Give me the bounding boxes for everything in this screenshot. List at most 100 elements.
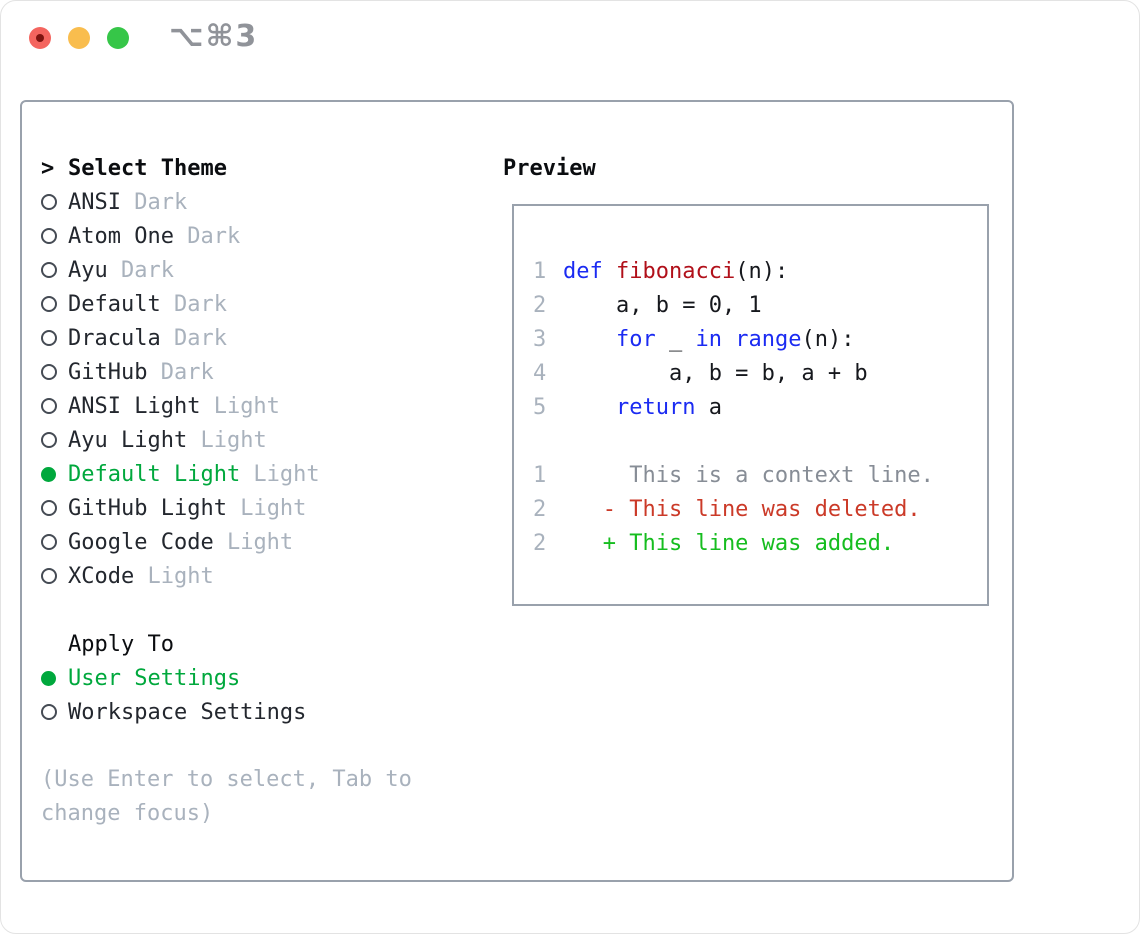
radio-marker xyxy=(41,398,68,414)
code-token: + This line was added. xyxy=(563,530,895,556)
apply-to-header: Apply To xyxy=(41,627,481,661)
theme-option-ansi[interactable]: ANSI Dark xyxy=(41,185,481,219)
theme-option-dracula[interactable]: Dracula Dark xyxy=(41,321,481,355)
theme-variant: Dark xyxy=(120,189,188,215)
theme-variant: Light xyxy=(213,529,294,555)
radio-icon xyxy=(41,296,57,312)
zoom-button[interactable] xyxy=(107,27,129,49)
line-number: 2 xyxy=(533,530,547,556)
close-button[interactable] xyxy=(29,27,51,49)
line-number: 2 xyxy=(533,292,547,318)
radio-marker xyxy=(41,534,68,550)
radio-marker xyxy=(41,704,68,720)
theme-name: Default xyxy=(68,291,161,317)
theme-name: Atom One xyxy=(68,223,174,249)
theme-variant: Dark xyxy=(173,223,241,249)
radio-marker xyxy=(41,364,68,380)
radio-marker xyxy=(41,432,68,448)
theme-option-ayu[interactable]: Ayu Dark xyxy=(41,253,481,287)
spacer xyxy=(41,593,481,627)
theme-option-default-light[interactable]: Default Light Light xyxy=(41,457,481,491)
radio-marker xyxy=(41,296,68,312)
code-token xyxy=(603,259,616,284)
help-text: (Use Enter to select, Tab to change focu… xyxy=(41,767,412,826)
radio-marker xyxy=(41,568,68,584)
theme-name: Default Light xyxy=(68,461,241,487)
apply-option-user-settings[interactable]: User Settings xyxy=(41,661,481,695)
selector-title: Select Theme xyxy=(68,155,227,181)
minimize-button[interactable] xyxy=(68,27,90,49)
theme-option-default[interactable]: Default Dark xyxy=(41,287,481,321)
theme-variant: Dark xyxy=(147,359,214,385)
radio-icon xyxy=(41,398,57,414)
radio-marker xyxy=(41,228,68,244)
line-number: 5 xyxy=(533,394,547,420)
theme-option-atom-one[interactable]: Atom One Dark xyxy=(41,219,481,253)
theme-variant: Dark xyxy=(107,257,174,283)
radio-icon xyxy=(41,330,57,346)
radio-icon xyxy=(41,262,57,278)
code-line: 2 + This line was added. xyxy=(533,526,987,560)
code-token xyxy=(722,327,735,352)
radio-marker xyxy=(41,330,68,346)
code-token: (n): xyxy=(801,326,855,352)
apply-option-workspace-settings[interactable]: Workspace Settings xyxy=(41,695,481,729)
apply-to-title: Apply To xyxy=(68,631,174,657)
theme-name: ANSI xyxy=(68,189,121,215)
code-token: a xyxy=(695,394,722,420)
code-token: def xyxy=(563,258,603,284)
radio-marker xyxy=(41,262,68,278)
preview-title: Preview xyxy=(503,155,596,181)
radio-icon xyxy=(41,534,57,550)
radio-marker xyxy=(41,194,68,210)
code-line: 5 return a xyxy=(533,390,987,424)
code-token xyxy=(563,395,616,420)
radio-icon xyxy=(41,364,57,380)
theme-name: Google Code xyxy=(68,529,214,555)
code-line: 4 a, b = b, a + b xyxy=(533,356,987,390)
theme-name: Ayu Light xyxy=(68,427,188,453)
line-number: 1 xyxy=(533,258,547,284)
code-token: (n): xyxy=(735,258,789,284)
theme-option-xcode[interactable]: XCode Light xyxy=(41,559,481,593)
theme-name: Dracula xyxy=(68,325,161,351)
theme-option-ansi-light[interactable]: ANSI Light Light xyxy=(41,389,481,423)
code-token: in xyxy=(695,326,722,352)
code-line: 2 a, b = 0, 1 xyxy=(533,288,987,322)
titlebar: ⌥⌘3 xyxy=(1,1,1139,76)
code-token xyxy=(563,327,616,352)
code-token: a, b = b, a + b xyxy=(563,360,868,386)
option-label: User Settings xyxy=(68,665,241,691)
code-token: This is a context line. xyxy=(563,462,934,488)
radio-marker xyxy=(41,670,68,686)
theme-option-ayu-light[interactable]: Ayu Light Light xyxy=(41,423,481,457)
radio-icon xyxy=(41,432,57,448)
theme-option-github-light[interactable]: GitHub Light Light xyxy=(41,491,481,525)
radio-icon xyxy=(41,500,57,516)
code-line: 3 for _ in range(n): xyxy=(533,322,987,356)
code-token: _ xyxy=(655,326,696,352)
line-number: 3 xyxy=(533,326,547,352)
prompt-marker: > xyxy=(41,156,68,181)
code-token: - This line was deleted. xyxy=(563,496,921,522)
theme-option-github[interactable]: GitHub Dark xyxy=(41,355,481,389)
theme-variant: Dark xyxy=(160,291,227,317)
code-token: return xyxy=(615,394,696,420)
code-token: for xyxy=(615,326,656,352)
code-token: fibonacci xyxy=(616,258,736,284)
theme-option-google-code[interactable]: Google Code Light xyxy=(41,525,481,559)
radio-selected-icon xyxy=(41,466,56,482)
theme-name: GitHub xyxy=(68,359,148,385)
radio-icon xyxy=(41,194,57,210)
radio-icon xyxy=(41,228,57,244)
window-shortcut-label: ⌥⌘3 xyxy=(169,19,259,54)
theme-name: Ayu xyxy=(68,257,108,283)
theme-variant: Light xyxy=(187,427,267,453)
radio-icon xyxy=(41,704,57,720)
